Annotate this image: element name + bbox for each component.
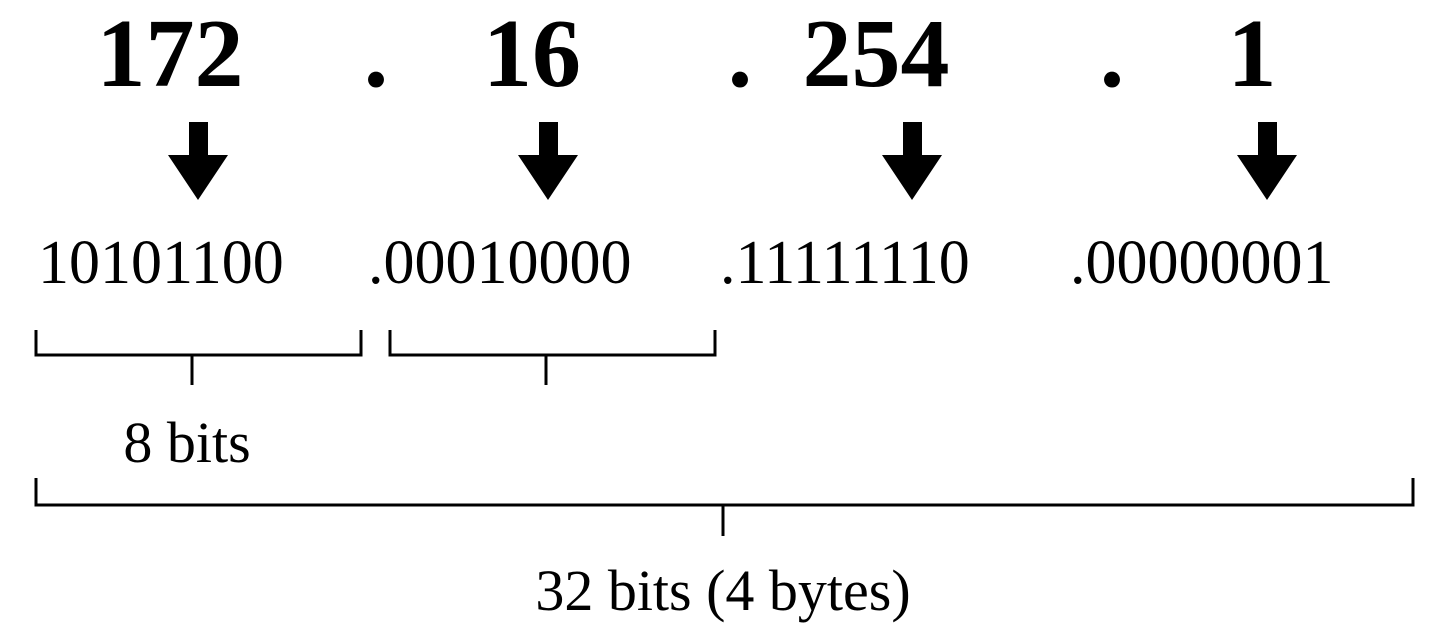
- down-arrow-icon: [168, 122, 228, 200]
- octet-1-decimal: 172: [97, 0, 244, 108]
- down-arrow-icon: [882, 122, 942, 200]
- octet-4-decimal: 1: [1228, 0, 1277, 108]
- octet-3-binary: .11111110: [720, 229, 970, 297]
- octet-1-binary: 10101100: [38, 229, 284, 297]
- dot-separator-1: .: [364, 0, 389, 108]
- dot-separator-2: .: [728, 0, 753, 108]
- down-arrow-icon: [518, 122, 578, 200]
- address-bracket: [34, 478, 1415, 536]
- down-arrow-icon: [1237, 122, 1297, 200]
- octet-2-binary: .00010000: [368, 229, 632, 297]
- byte-bracket-2: [388, 330, 717, 385]
- byte-size-label: 8 bits: [123, 410, 250, 475]
- dot-separator-3: .: [1100, 0, 1125, 108]
- octet-3-decimal: 254: [803, 0, 950, 108]
- octet-4-binary: .00000001: [1070, 229, 1334, 297]
- byte-bracket-1: [34, 330, 363, 385]
- address-size-label: 32 bits (4 bytes): [535, 558, 910, 623]
- octet-2-decimal: 16: [483, 0, 581, 108]
